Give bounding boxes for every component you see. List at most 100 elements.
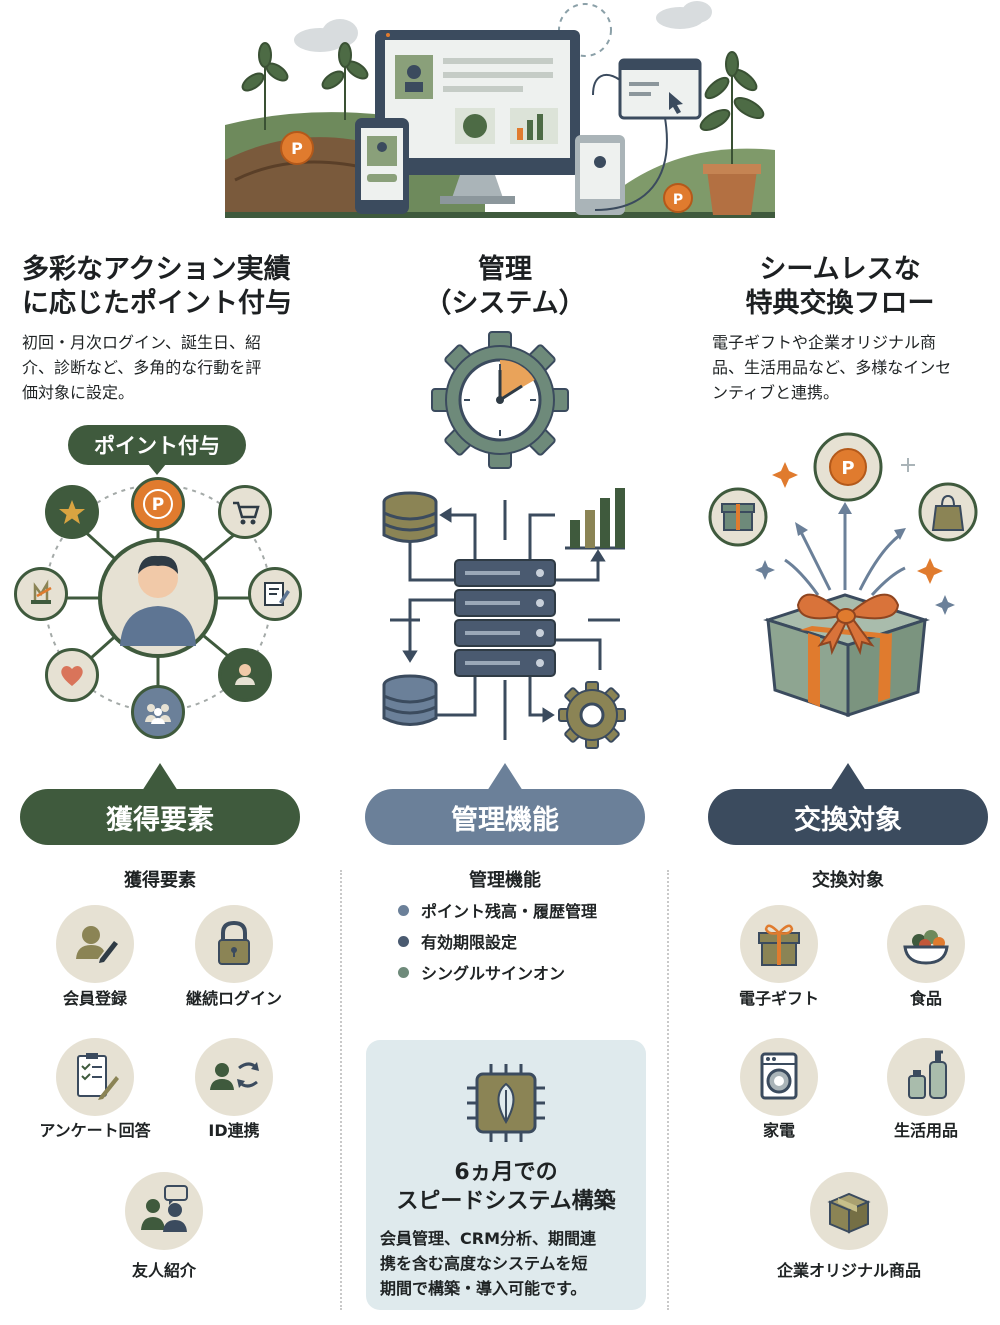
feature-item: ポイント残高・履歴管理 — [398, 898, 658, 929]
left-desc-line1: 初回・月次ログイン、誕生日、紹 — [22, 333, 262, 352]
node-user — [218, 648, 272, 702]
bar-chart-icon — [565, 488, 625, 550]
left-title-line1: 多彩なアクション実績 — [22, 254, 291, 285]
right-subtitle: 交換対象 — [812, 870, 884, 891]
right-item-label-1: 食品 — [909, 989, 942, 1008]
system-architecture-diagram — [370, 480, 640, 750]
right-item-icon-3 — [887, 1038, 965, 1116]
hero-illustration: P — [225, 0, 775, 222]
lock-icon — [218, 920, 250, 965]
center-banner-label: 管理機能 — [451, 804, 559, 836]
speed-build-title-line2: スピードシステム構築 — [396, 1189, 616, 1214]
speed-build-title-line1: 6ヵ月での — [454, 1160, 558, 1185]
id-sync-icon — [210, 1062, 259, 1090]
right-title: シームレスな 特典交換フロー — [690, 253, 990, 321]
node-cart — [218, 485, 272, 539]
database-icon — [382, 491, 438, 543]
right-item-label-2: 家電 — [762, 1121, 795, 1140]
left-banner: 獲得要素 — [20, 763, 300, 845]
svg-text:P: P — [152, 495, 164, 515]
point-coin-icon: P — [143, 489, 173, 519]
node-heart — [45, 648, 99, 702]
speed-build-panel: 6ヵ月での スピードシステム構築 会員管理、CRM分析、期間連 携を含む高度なシ… — [366, 1040, 646, 1310]
left-item-icon-0 — [56, 905, 134, 983]
left-item-icon-3 — [195, 1038, 273, 1116]
left-item-label-2: アンケート回答 — [39, 1121, 151, 1140]
center-banner: 管理機能 — [365, 763, 645, 845]
left-item-icon-2 — [56, 1038, 134, 1116]
user-icon — [235, 664, 255, 685]
gift-icon — [758, 924, 800, 966]
feature-item: 有効期限設定 — [398, 929, 658, 960]
center-title-line2: （システム） — [424, 288, 586, 319]
left-desc-line3: 価対象に設定。 — [22, 383, 135, 402]
left-description: 初回・月次ログイン、誕生日、紹 介、診断など、多角的な行動を評 価対象に設定。 — [22, 330, 342, 405]
right-item-label-4: 企業オリジナル商品 — [776, 1261, 921, 1280]
speed-build-desc-line2: 携を含む高度なシステムを短 — [380, 1254, 588, 1273]
right-item-icon-4 — [810, 1172, 888, 1250]
gear-clock-icon — [431, 331, 569, 469]
point-award-badge: ポイント付与 — [68, 425, 246, 475]
speed-build-desc-line3: 期間で構築・導入可能です。 — [380, 1279, 587, 1298]
friends-chat-icon — [141, 1185, 188, 1232]
right-item-label-0: 電子ギフト — [738, 989, 819, 1008]
node-point: P — [131, 477, 185, 531]
left-item-label-4: 友人紹介 — [131, 1261, 196, 1280]
column-divider-right — [667, 870, 669, 1310]
node-group — [131, 685, 185, 739]
center-subtitle: 管理機能 — [469, 870, 541, 891]
left-title: 多彩なアクション実績 に応じたポイント付与 — [22, 253, 342, 321]
center-title-line1: 管理 — [478, 254, 532, 285]
right-banner-label: 交換対象 — [794, 804, 902, 836]
right-item-icon-1 — [887, 905, 965, 983]
svg-text:P: P — [291, 139, 303, 158]
node-memo — [248, 567, 302, 621]
left-item-label-0: 会員登録 — [62, 989, 127, 1008]
speed-build-desc-line1: 会員管理、CRM分析、期間連 — [380, 1229, 596, 1248]
column-divider-left — [340, 870, 342, 1310]
left-item-icon-4 — [125, 1172, 203, 1250]
left-item-icon-1 — [195, 905, 273, 983]
right-title-line2: 特典交換フロー — [745, 288, 935, 319]
speed-build-title: 6ヵ月での スピードシステム構築 — [366, 1158, 646, 1216]
feature-item-label: シングルサインオン — [421, 964, 566, 983]
left-banner-label: 獲得要素 — [106, 804, 214, 836]
gear-clock-illustration — [430, 330, 570, 470]
svg-text:P: P — [673, 192, 683, 208]
left-title-line2: に応じたポイント付与 — [22, 288, 292, 319]
plant-icon — [31, 579, 52, 604]
point-award-badge-label: ポイント付与 — [94, 434, 220, 458]
right-banner: 交換対象 — [708, 763, 988, 845]
left-item-label-3: ID連携 — [208, 1121, 260, 1140]
node-plant — [14, 567, 68, 621]
node-star — [45, 485, 99, 539]
svg-text:P: P — [841, 458, 854, 479]
right-desc-line3: ンティブと連携。 — [712, 383, 840, 402]
feature-item-label: ポイント残高・履歴管理 — [421, 902, 598, 921]
star-icon — [59, 500, 85, 524]
group-icon — [145, 704, 171, 724]
right-item-icon-0 — [740, 905, 818, 983]
user-pen-icon — [76, 926, 118, 963]
cart-icon — [233, 501, 260, 525]
food-bowl-icon — [903, 930, 949, 965]
clipboard-icon — [77, 1053, 119, 1100]
right-desc-line1: 電子ギフトや企業オリジナル商 — [712, 333, 937, 352]
feature-item: シングルサインオン — [398, 960, 658, 991]
right-title-line1: シームレスな — [759, 254, 921, 285]
leaf-chip-icon — [467, 1064, 545, 1142]
center-title: 管理 （システム） — [360, 253, 650, 321]
right-description: 電子ギフトや企業オリジナル商 品、生活用品など、多様なインセ ンティブと連携。 — [712, 330, 997, 405]
database-icon — [382, 674, 438, 726]
gear-icon — [558, 681, 626, 749]
speed-build-description: 会員管理、CRM分析、期間連 携を含む高度なシステムを短 期間で構築・導入可能で… — [380, 1226, 640, 1301]
memo-icon — [264, 582, 290, 606]
box-icon — [827, 1192, 871, 1234]
heart-icon — [61, 666, 83, 686]
gift-exchange-illustration: P — [700, 430, 990, 720]
right-item-label-3: 生活用品 — [893, 1121, 958, 1140]
left-item-label-1: 継続ログイン — [185, 989, 282, 1008]
right-desc-line2: 品、生活用品など、多様なインセ — [712, 358, 952, 377]
washing-machine-icon — [760, 1052, 798, 1100]
left-subtitle: 獲得要素 — [124, 870, 196, 891]
